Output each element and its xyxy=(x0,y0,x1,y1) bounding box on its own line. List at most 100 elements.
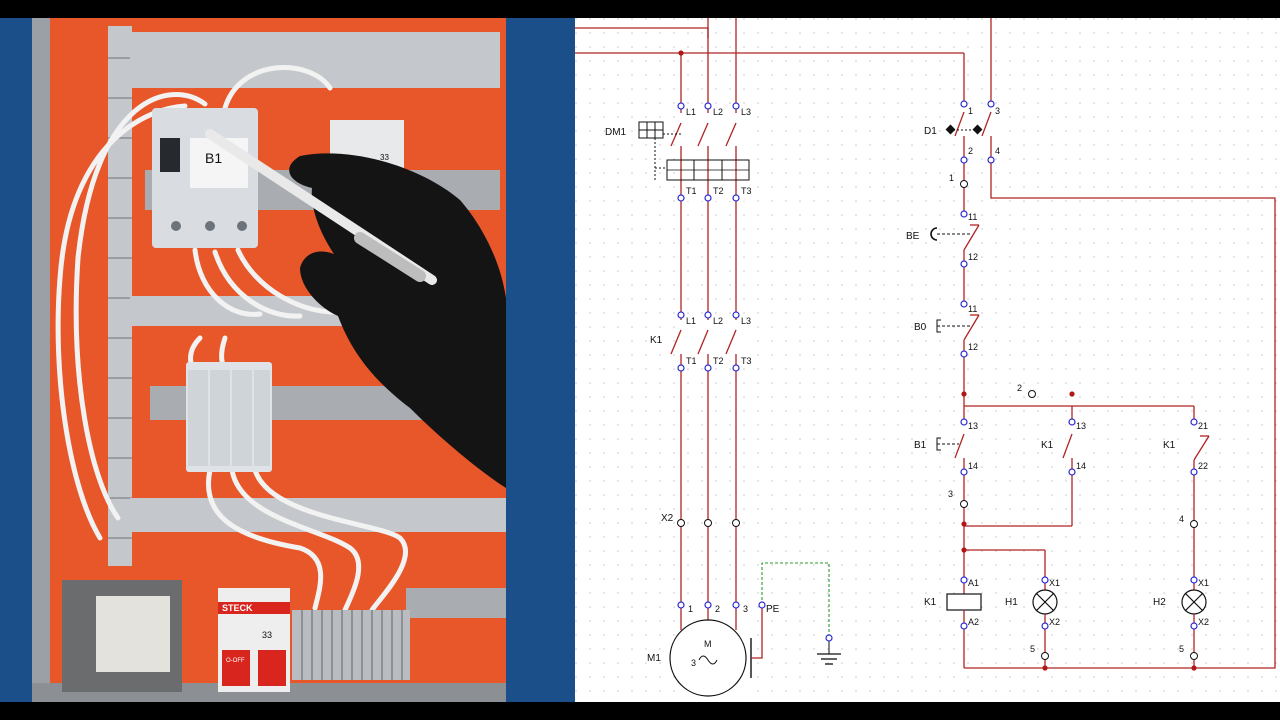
earth-wire xyxy=(761,562,830,638)
label-be-11: 11 xyxy=(968,212,977,222)
mcb-handle-2 xyxy=(258,650,286,686)
label-d1-t2: 2 xyxy=(968,146,973,156)
miniature-circuit-breaker: STECK 33 O-OFF xyxy=(218,588,290,692)
terminal-d1-3 xyxy=(987,100,995,108)
terminal-k1-l2 xyxy=(704,311,712,319)
schematic-labels: DM1 K1 M1 M 3 PE X2 L1 L2 L3 T1 T2 T3 L1… xyxy=(605,106,1209,668)
left-frame-rail xyxy=(32,18,50,702)
label-h2-x1: X1 xyxy=(1198,578,1209,588)
label-node4: 4 xyxy=(1179,514,1184,524)
gap-k1-power xyxy=(675,322,745,366)
lamp-h2 xyxy=(1181,580,1207,626)
schematic-drawing: DM1 K1 M1 M 3 PE X2 L1 L2 L3 T1 T2 T3 L1… xyxy=(575,18,1280,702)
motor-pe-lead xyxy=(751,605,763,659)
terminal-motor-1 xyxy=(677,601,685,609)
label-a2: A2 xyxy=(968,617,979,627)
label-b1-14: 14 xyxy=(968,461,978,471)
label-k1-no-14: 14 xyxy=(1076,461,1086,471)
terminal-dividers xyxy=(301,610,403,680)
terminal-h2-x2 xyxy=(1190,622,1198,630)
label-dm1-l2: L2 xyxy=(713,107,723,117)
label-motor-3: 3 xyxy=(743,604,748,614)
label-node5-h1: 5 xyxy=(1030,644,1035,654)
dm1-thermal-block xyxy=(638,121,750,181)
terminal-d1-2 xyxy=(960,156,968,164)
label-k1-t1: T1 xyxy=(686,356,697,366)
terminal-dm1-t2 xyxy=(704,194,712,202)
k1-main-contact-l3 xyxy=(725,329,737,355)
node-1 xyxy=(960,180,968,188)
panel-photo: B1 33 STECK xyxy=(32,18,506,702)
mcb-brand-band xyxy=(218,602,290,614)
mcb-handle-1 xyxy=(222,650,250,686)
terminal-b0-11 xyxy=(960,300,968,308)
label-a1: A1 xyxy=(968,578,979,588)
label-k1-no-13: 13 xyxy=(1076,421,1086,431)
label-k1-l3: L3 xyxy=(741,316,751,326)
label-b0-12: 12 xyxy=(968,342,978,352)
node-3 xyxy=(960,500,968,508)
lamp-h1 xyxy=(1032,580,1058,626)
label-k1-l2: L2 xyxy=(713,316,723,326)
terminal-h1-x2 xyxy=(1041,622,1049,630)
label-dm1-t1: T1 xyxy=(686,186,697,196)
dm1-contact-l2 xyxy=(697,122,709,147)
vertical-duct-left xyxy=(108,26,132,566)
glove-silhouette xyxy=(289,153,506,488)
terminal-k1-a2 xyxy=(960,622,968,630)
h2-lamp-cross-2 xyxy=(1184,592,1204,612)
breaker-screw-2 xyxy=(205,221,215,231)
contactor-pole-1 xyxy=(188,370,208,466)
breaker-label-plate xyxy=(190,138,248,188)
label-d1-t4: 4 xyxy=(995,146,1000,156)
pointer-pen xyxy=(205,129,437,285)
label-b0: B0 xyxy=(914,322,927,333)
terminal-be-12 xyxy=(960,260,968,268)
label-node2: 2 xyxy=(1017,383,1022,393)
label-k1-l1: L1 xyxy=(686,316,696,326)
terminal-k1-l3 xyxy=(732,311,740,319)
label-k1-t2: T2 xyxy=(713,356,724,366)
label-dm1: DM1 xyxy=(605,127,627,138)
terminals xyxy=(677,100,1198,642)
terminal-motor-3 xyxy=(732,601,740,609)
label-k1-coil: K1 xyxy=(924,597,937,608)
b1-no-contact xyxy=(954,433,965,459)
node-5-h2 xyxy=(1190,652,1198,660)
gap-b1 xyxy=(958,422,974,472)
label-h1-x2: X2 xyxy=(1049,617,1060,627)
wire-return-rail xyxy=(964,160,1276,669)
b0-nc-contact xyxy=(963,314,980,341)
d1-contact-2 xyxy=(981,111,992,137)
motor-m1 xyxy=(669,605,763,697)
horizontal-duct-top xyxy=(130,32,500,88)
label-b1-13: 13 xyxy=(968,421,978,431)
k1-main-contact-l2 xyxy=(697,329,709,355)
label-b0-11: 11 xyxy=(968,304,977,314)
terminal-h1-x1 xyxy=(1041,576,1049,584)
label-k1-nc-21: 21 xyxy=(1198,421,1208,431)
terminal-earth xyxy=(825,634,833,642)
terminal-dm1-t1 xyxy=(677,194,685,202)
label-b1: B1 xyxy=(914,440,927,451)
label-k1-nc: K1 xyxy=(1163,440,1176,451)
junction-k1-no-top xyxy=(1069,391,1075,397)
label-k1-power: K1 xyxy=(650,335,663,346)
terminal-k1-no-14 xyxy=(1068,468,1076,476)
dm1-contact-l3 xyxy=(725,122,737,147)
motor-circle xyxy=(669,619,747,697)
terminal-b1-13 xyxy=(960,418,968,426)
label-be: BE xyxy=(906,231,920,242)
motor-ac-symbol xyxy=(698,655,718,665)
terminal-k1-a1 xyxy=(960,576,968,584)
junction-node2-left xyxy=(961,391,967,397)
be-mushroom-head xyxy=(930,227,938,241)
terminal-b0-12 xyxy=(960,350,968,358)
terminal-k1-t1 xyxy=(677,364,685,372)
d1-handle-mark-1 xyxy=(945,124,956,135)
breaker-screw-1 xyxy=(171,221,181,231)
junction-seal-return xyxy=(961,521,967,527)
h1-lamp-cross-2 xyxy=(1035,592,1055,612)
mcb-rating: 33 xyxy=(262,630,272,640)
